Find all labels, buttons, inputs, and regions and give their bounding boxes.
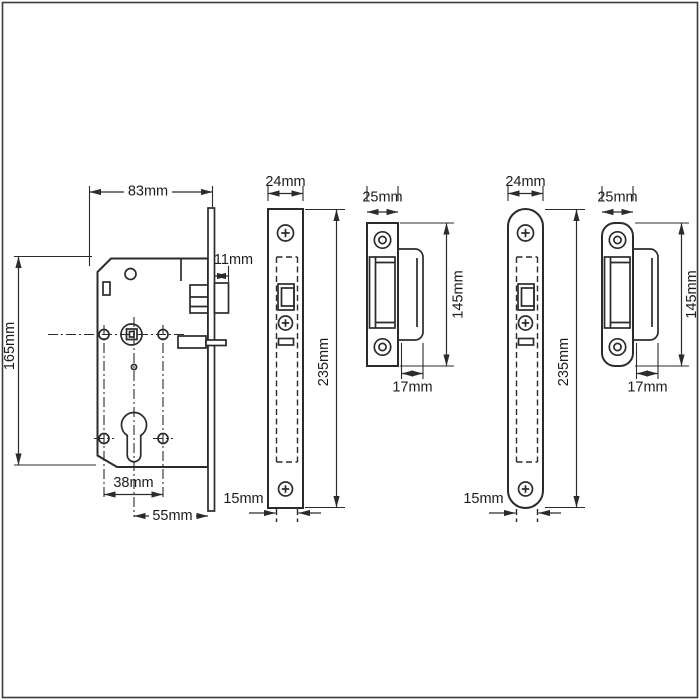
label-bolt-projection: 11mm: [214, 252, 253, 268]
screw-hole-top: [373, 230, 392, 250]
screw-bottom: [517, 481, 534, 497]
lock-case-body: [96, 257, 209, 468]
label-centres: 38mm: [113, 475, 153, 491]
label-forend-radius-width: 24mm: [505, 174, 545, 190]
dim-case-height: 165mm: [2, 255, 96, 466]
dim-strike-radius-lip: 17mm: [627, 343, 668, 396]
label-strike-radius-width: 25mm: [597, 190, 637, 206]
label-strike-square-length: 145mm: [451, 270, 467, 318]
dim-strike-square-length: 145mm: [400, 222, 467, 367]
screw-top: [276, 224, 295, 242]
small-pin-hole: [130, 363, 138, 371]
spindle-square: [125, 328, 138, 341]
label-case-thickness-square: 15mm: [223, 491, 263, 507]
view-forend-square: 24mm 235mm 15mm: [223, 174, 345, 522]
dim-forend-radius-length: 235mm: [545, 208, 585, 509]
label-forend-square-width: 24mm: [265, 174, 305, 190]
label-strike-radius-length: 145mm: [684, 270, 700, 318]
latch-aperture-inner: [520, 287, 535, 307]
deadbolt-slot: [277, 337, 295, 346]
latchbolt-inner-lines: [190, 296, 208, 308]
spindle-square-inner: [128, 330, 135, 338]
label-forend-square-length: 235mm: [316, 338, 332, 386]
forend-edge-strip: [207, 207, 216, 512]
dim-case-width: 83mm: [88, 184, 214, 266]
dim-forend-square-width: 24mm: [265, 174, 306, 201]
screw-middle: [517, 315, 534, 331]
deadbolt-body: [177, 335, 207, 349]
forend-square-plate: [267, 208, 304, 509]
hole-lower-left: [98, 432, 110, 445]
dim-case-thickness-square: 15mm: [223, 491, 321, 517]
dim-strike-square-width: 25mm: [362, 186, 403, 216]
dim-case-thickness-radius: 15mm: [463, 491, 561, 517]
case-thickness-ext-dashed: [515, 509, 539, 522]
view-strike-radius: 25mm 145mm 17mm: [597, 186, 700, 396]
strike-radius-plate: [601, 222, 634, 367]
screw-bottom: [277, 481, 294, 497]
screw-middle: [277, 315, 294, 331]
label-backset: 55mm: [152, 508, 192, 524]
label-case-thickness-radius: 15mm: [463, 491, 503, 507]
euro-cylinder-hole: [120, 411, 148, 463]
label-forend-radius-length: 235mm: [556, 338, 572, 386]
deadbolt-tip: [205, 339, 227, 347]
screw-hole-bottom: [608, 337, 627, 357]
label-strike-square-width: 25mm: [362, 190, 402, 206]
dim-backset: 55mm: [134, 508, 208, 524]
strike-opening: [603, 256, 631, 329]
dim-strike-square-lip: 17mm: [392, 343, 433, 396]
strike-opening-inner: [609, 257, 630, 328]
label-strike-radius-lip: 17mm: [627, 380, 667, 396]
latch-aperture-inner: [280, 287, 295, 307]
view-strike-square: 25mm 145mm 17mm: [362, 186, 467, 396]
view-lock-case: 83mm 165mm 11mm 38mm 55mm: [2, 184, 253, 525]
case-thickness-ext-dashed: [275, 509, 299, 522]
top-fixing-hole: [124, 267, 137, 281]
screw-hole-top: [608, 230, 627, 250]
strike-square-plate: [366, 222, 399, 367]
dim-centres: 38mm: [104, 475, 163, 498]
dim-strike-radius-length: 145mm: [635, 222, 700, 367]
view-forend-radius: 24mm 235mm 15mm: [463, 174, 585, 522]
strike-opening: [368, 256, 396, 329]
label-case-width: 83mm: [128, 184, 168, 200]
strike-opening-inner: [374, 257, 395, 328]
dim-bolt-projection: 11mm: [214, 252, 253, 282]
dim-forend-square-length: 235mm: [305, 208, 345, 509]
label-strike-square-lip: 17mm: [392, 380, 432, 396]
latchbolt-head: [213, 282, 230, 314]
screw-top: [516, 224, 535, 242]
case-notch: [102, 281, 111, 296]
hole-upper-left: [98, 328, 110, 341]
spindle-follower: [120, 323, 143, 346]
hole-upper-right: [157, 328, 169, 341]
hole-lower-right: [157, 432, 169, 445]
forend-radius-plate: [507, 208, 544, 509]
label-case-height: 165mm: [2, 322, 18, 370]
screw-hole-bottom: [373, 337, 392, 357]
deadbolt-slot: [517, 337, 535, 346]
dim-forend-radius-width: 24mm: [505, 174, 546, 201]
dim-strike-radius-width: 25mm: [597, 186, 638, 216]
